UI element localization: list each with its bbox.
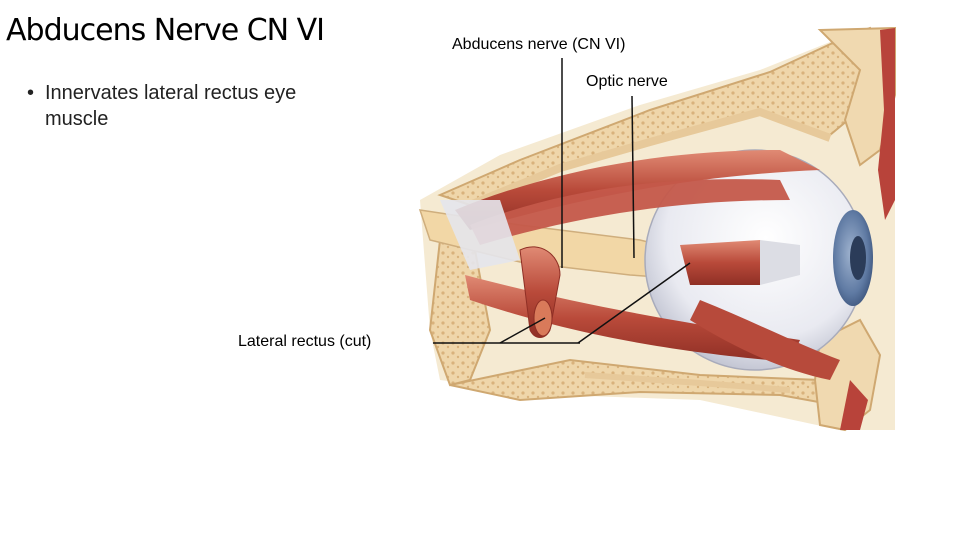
optic-leader [631, 95, 635, 259]
label-lateral-rectus: Lateral rectus (cut) [238, 333, 372, 350]
label-optic-nerve: Optic nerve [586, 73, 668, 90]
skin-layer [878, 28, 895, 220]
slide-title: Abducens Nerve CN VI [6, 13, 325, 48]
bullet-list: Innervates lateral rectus eye muscle [25, 80, 365, 132]
inferior-oblique [690, 300, 840, 380]
superior-oblique [470, 179, 790, 245]
bullet-item: Innervates lateral rectus eye muscle [25, 80, 365, 132]
label-abducens-nerve: Abducens nerve (CN VI) [452, 36, 626, 53]
